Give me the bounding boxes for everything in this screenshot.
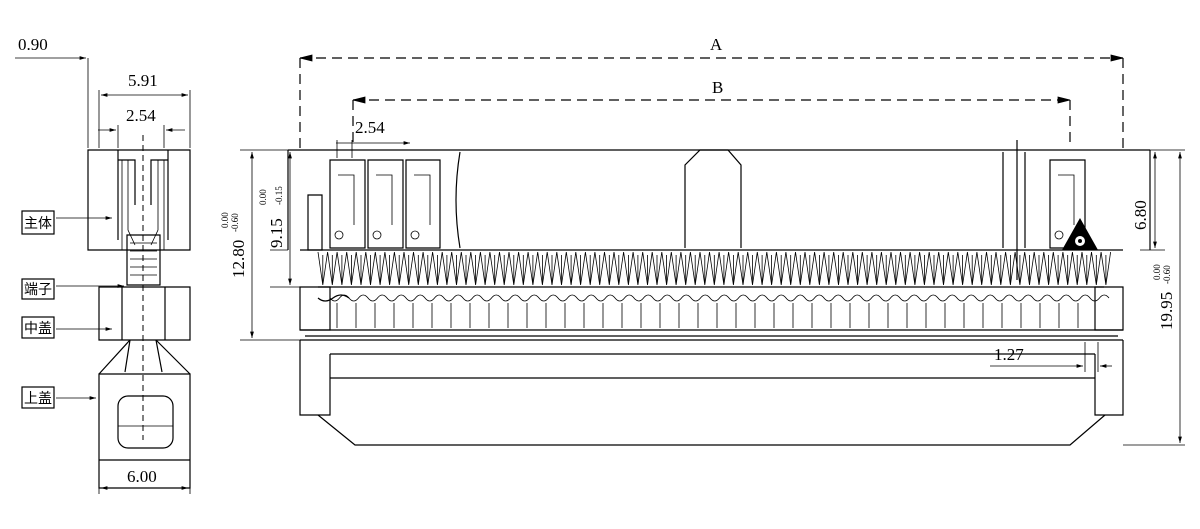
dim-height-main: 12.80 xyxy=(229,240,248,278)
teeth-centers xyxy=(322,255,1107,283)
dim-overall-b: B xyxy=(712,78,723,97)
label-top-cover: 上盖 xyxy=(24,391,52,407)
dim-side-pitch: 2.54 xyxy=(126,106,156,125)
dim-height-inner: 9.15 xyxy=(267,218,286,248)
label-terminal: 端子 xyxy=(24,282,52,298)
side-view: 0.90 5.91 2.54 6.00 主体 端子 中盖 上盖 xyxy=(15,35,191,494)
dim-side-width: 5.91 xyxy=(128,71,158,90)
label-body: 主体 xyxy=(24,216,52,232)
dim-height-total-tol-upper: 0.00 xyxy=(1152,264,1162,280)
label-middle-cover: 中盖 xyxy=(24,321,52,337)
dim-height-main-tol-upper: 0.00 xyxy=(220,212,230,228)
front-view: A B 2.54 xyxy=(220,35,1185,446)
terminal-teeth xyxy=(317,251,1111,286)
dim-height-total: 19.95 xyxy=(1157,292,1176,330)
dim-side-top: 0.90 xyxy=(18,35,48,54)
dim-side-bottom: 6.00 xyxy=(127,467,157,486)
dim-height-total-tol-lower: -0.60 xyxy=(1162,265,1172,284)
contact-slots xyxy=(329,159,1086,249)
dim-height-main-tol-lower: -0.60 xyxy=(230,213,240,232)
dim-overall-a: A xyxy=(710,35,723,54)
dim-front-pitch: 2.54 xyxy=(355,118,385,137)
dim-height-top: 6.80 xyxy=(1131,200,1150,230)
teeth-zigzag xyxy=(317,251,1111,286)
dim-height-inner-tol-lower: -0.15 xyxy=(274,186,284,205)
dim-half-pitch: 1.27 xyxy=(994,345,1024,364)
dim-height-inner-tol-upper: 0.00 xyxy=(258,189,268,205)
